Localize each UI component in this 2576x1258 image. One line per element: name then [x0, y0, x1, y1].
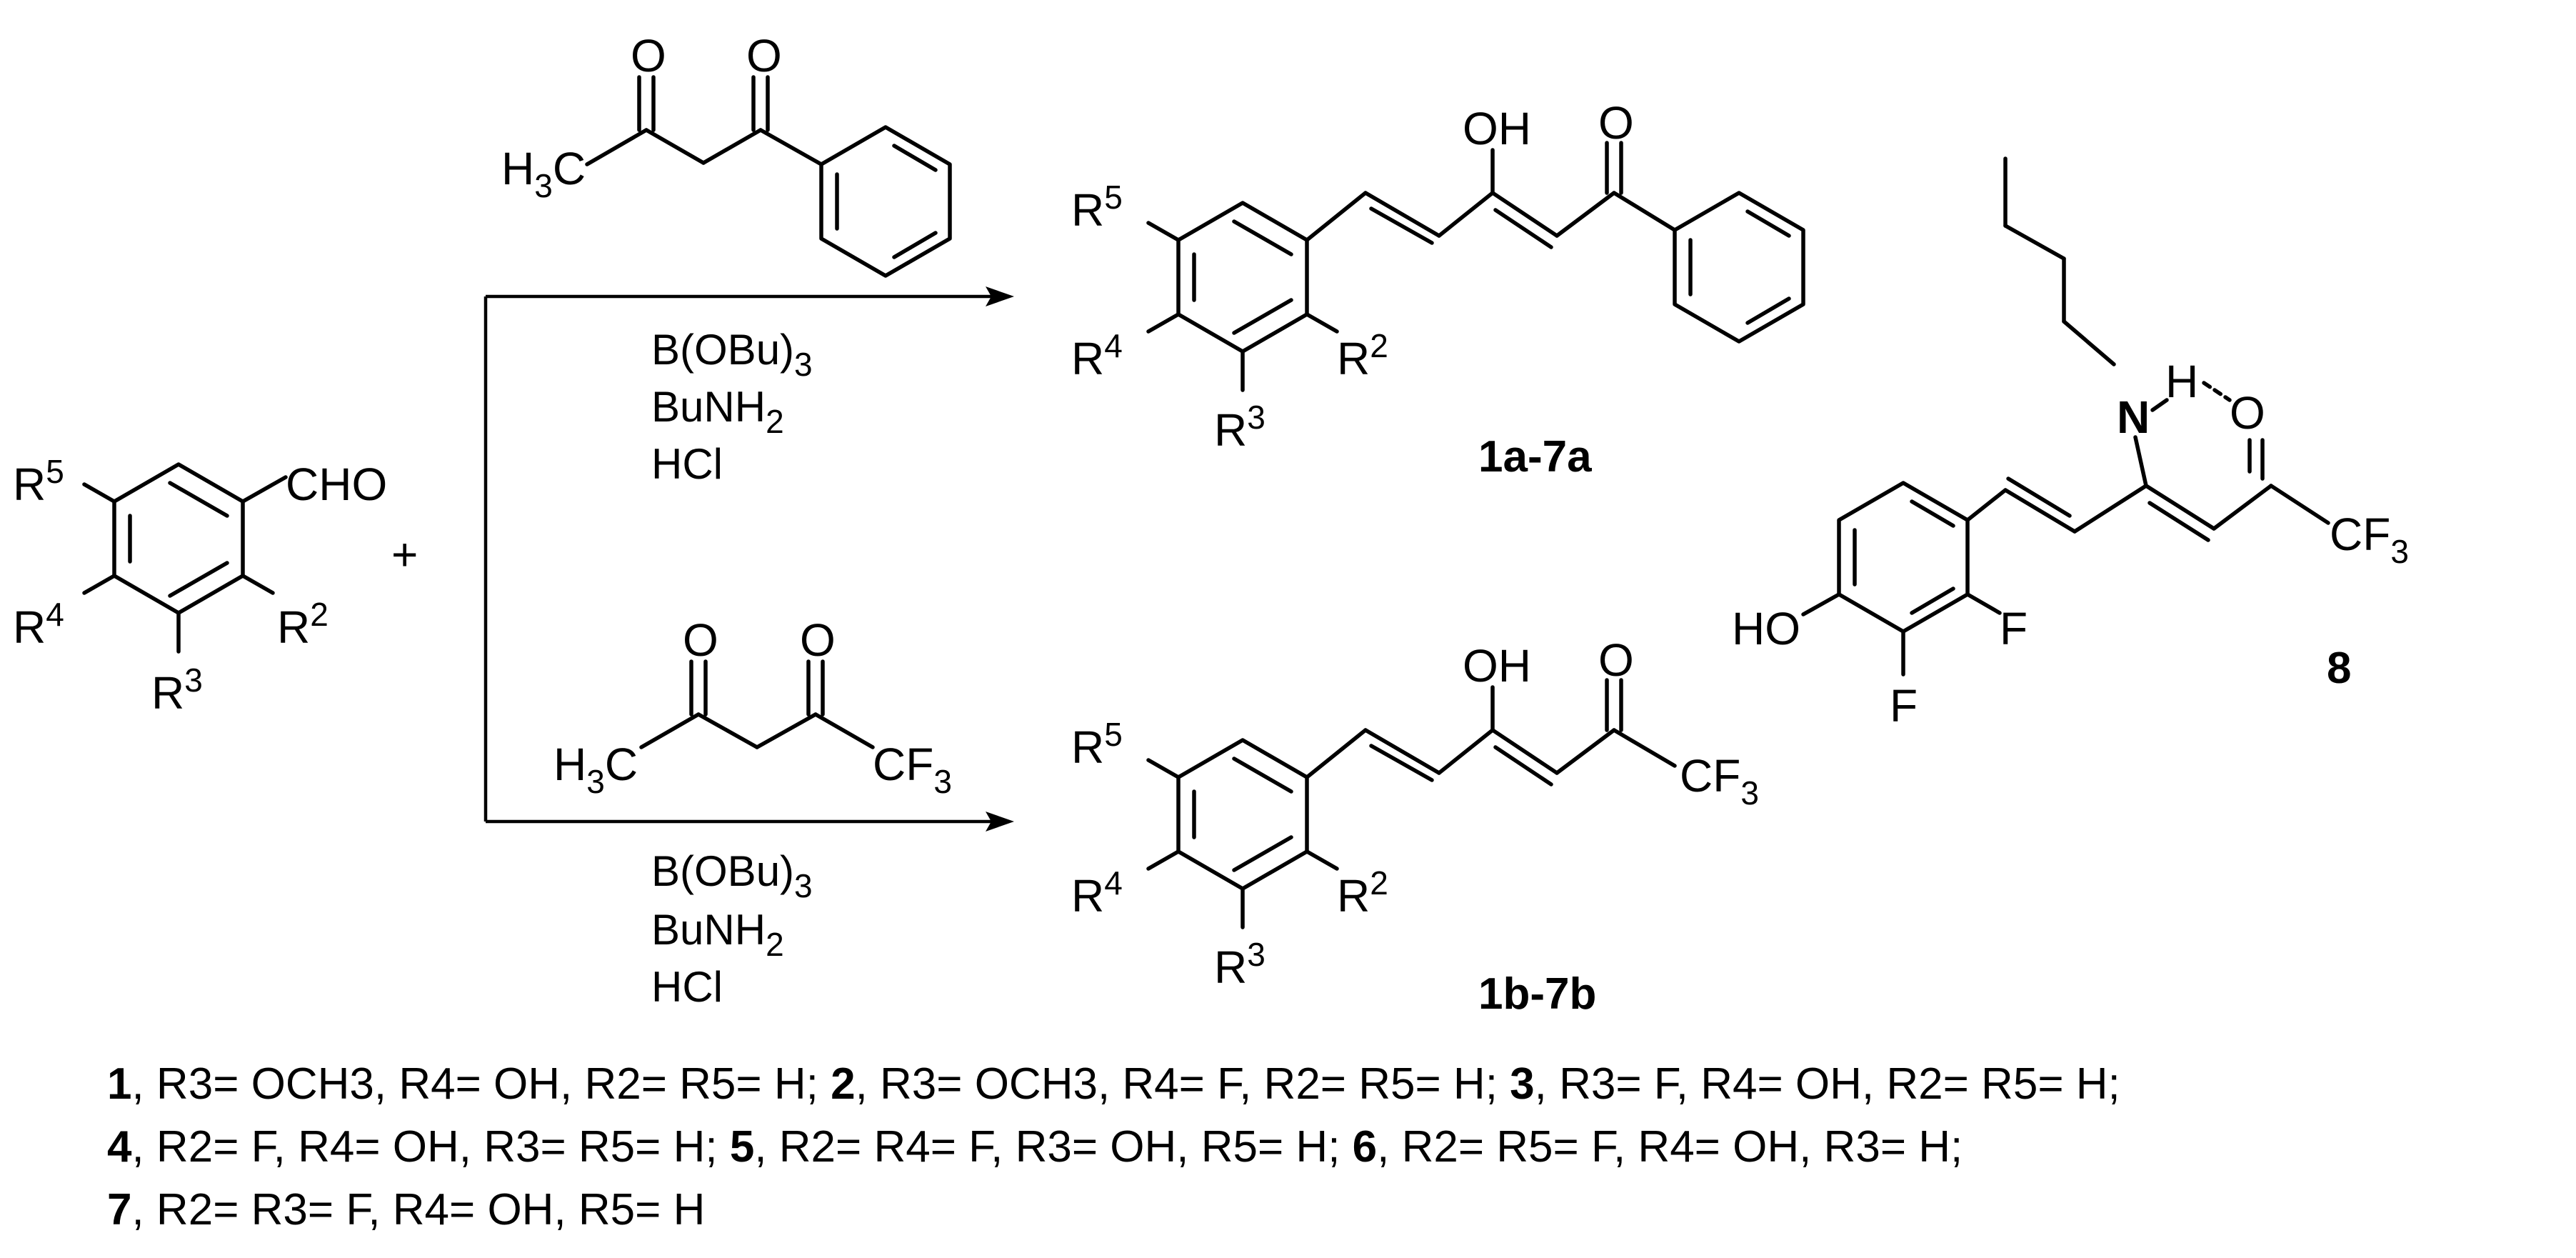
legend-line-1: 1, R3= OCH3, R4= OH, R2= R5= H; 2, R3= O…	[107, 1059, 2120, 1109]
svg-text:R5: R5	[1071, 716, 1123, 773]
compound-8-structure: N H O CF3 HO F F	[1732, 156, 2409, 732]
svg-text:R4: R4	[1071, 327, 1123, 384]
legend-line-2: 4, R2= F, R4= OH, R3= R5= H; 5, R2= R4= …	[107, 1122, 1963, 1172]
product-a-label: 1a-7a	[1478, 432, 1592, 481]
svg-text:O: O	[2230, 387, 2265, 439]
svg-text:R3: R3	[1214, 936, 1266, 993]
svg-text:F: F	[1890, 680, 1918, 732]
product-a-structure: R5 R4 R3 R2 OH O	[1071, 97, 1805, 456]
svg-text:B(OBu)3: B(OBu)3	[651, 326, 813, 383]
reagent-hcl: HCl	[651, 440, 723, 488]
reagent-butylamine-2: BuNH	[651, 906, 766, 954]
svg-text:H3C: H3C	[553, 739, 638, 800]
svg-text:N: N	[2117, 391, 2150, 443]
conditions-bottom: B(OBu)3 BuNH2 HCl	[651, 847, 813, 1011]
svg-text:CF3: CF3	[1680, 750, 1759, 812]
svg-text:R4: R4	[1071, 864, 1123, 922]
svg-text:R5: R5	[13, 453, 64, 510]
svg-text:H3C: H3C	[501, 143, 586, 204]
svg-text:CF3: CF3	[2330, 509, 2409, 570]
plus-sign: +	[391, 529, 418, 580]
svg-text:CHO: CHO	[286, 459, 387, 510]
svg-text:H: H	[2165, 356, 2198, 407]
svg-text:R5: R5	[1071, 179, 1123, 236]
reagent-hcl-2: HCl	[651, 963, 723, 1011]
svg-text:OH: OH	[1463, 103, 1531, 154]
svg-text:R2: R2	[1337, 864, 1388, 922]
svg-text:O: O	[631, 30, 666, 81]
svg-text:R3: R3	[1214, 399, 1266, 456]
substituent-legend: 1, R3= OCH3, R4= OH, R2= R5= H; 2, R3= O…	[107, 1059, 2120, 1234]
svg-text:CF3: CF3	[873, 739, 952, 800]
svg-text:BuNH2: BuNH2	[651, 906, 784, 963]
reagent-tributyl-borate-2: B(OBu)	[651, 847, 794, 895]
svg-text:O: O	[800, 614, 836, 666]
svg-text:BuNH2: BuNH2	[651, 383, 784, 440]
benzoylacetone-reagent: O O H3C	[501, 30, 952, 278]
svg-text:R3: R3	[151, 662, 203, 719]
svg-text:R2: R2	[1337, 327, 1388, 384]
svg-text:B(OBu)3: B(OBu)3	[651, 847, 813, 904]
reagent-tributyl-borate: B(OBu)	[651, 326, 794, 374]
svg-text:O: O	[746, 30, 782, 81]
reaction-arrows	[483, 286, 1014, 832]
trifluoroacetylacetone-reagent: O O H3C CF3	[553, 614, 952, 800]
conditions-top: B(OBu)3 BuNH2 HCl	[651, 326, 813, 488]
product-b-structure: R5 R4 R3 R2 OH O CF3	[1071, 634, 1759, 993]
product-b-label: 1b-7b	[1478, 969, 1596, 1019]
svg-text:O: O	[1598, 634, 1634, 686]
starting-aldehyde: CHO R5 R4 R3 R2	[13, 453, 387, 719]
svg-text:OH: OH	[1463, 640, 1531, 692]
reagent-butylamine: BuNH	[651, 383, 766, 431]
compound-8-label: 8	[2327, 644, 2351, 693]
legend-line-3: 7, R2= R3= F, R4= OH, R5= H	[107, 1185, 705, 1234]
svg-text:O: O	[683, 614, 718, 666]
svg-text:R2: R2	[277, 596, 329, 653]
svg-text:R4: R4	[13, 596, 64, 653]
svg-text:HO: HO	[1732, 603, 1800, 654]
svg-text:O: O	[1598, 97, 1634, 149]
svg-text:F: F	[2000, 603, 2028, 654]
